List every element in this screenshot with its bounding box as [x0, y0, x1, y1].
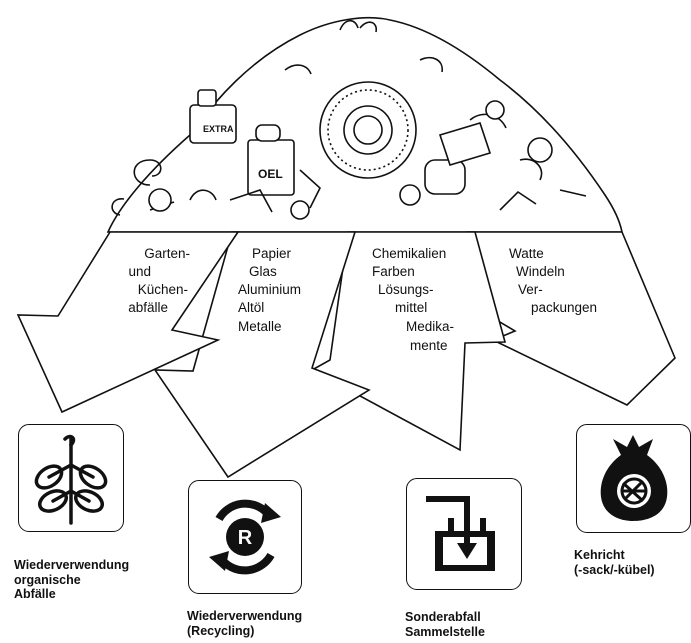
caption-line: Sammelstelle — [405, 624, 485, 639]
item-text: mittel — [395, 300, 427, 315]
caption-hazardous: Sonderabfall Sammelstelle — [405, 610, 485, 639]
arrow-text-hazardous: Chemikalien Farben Lösungs- mittel Medik… — [372, 246, 454, 353]
item-text: Metalle — [238, 319, 282, 334]
organic-reuse-icon-box — [18, 424, 124, 532]
caption-line: Sonderabfall — [405, 610, 481, 624]
item-text: abfälle — [128, 300, 168, 315]
leaf-branch-icon — [34, 434, 108, 525]
collection-container-icon — [426, 496, 495, 571]
caption-line: (-sack/-kübel) — [574, 562, 655, 577]
caption-line: (Recycling) — [187, 623, 255, 638]
item-text: Altöl — [238, 300, 264, 315]
garbage-bag-icon — [600, 435, 668, 521]
recycling-icon-box: R — [188, 480, 302, 594]
item-text: Ver- — [518, 282, 543, 297]
arrow-text-garbage: Watte Windeln Ver- packungen — [509, 246, 597, 315]
pile-label-extra: EXTRA — [203, 124, 234, 134]
caption-organic: Wiederverwendung organische Abfälle — [14, 558, 129, 602]
item-text: und — [128, 264, 151, 279]
item-text: Farben — [372, 264, 415, 279]
caption-recycling: Wiederverwendung (Recycling) — [187, 609, 302, 638]
waste-pile-illustration: EXTRA OEL — [106, 16, 623, 233]
item-text: Medika- — [406, 319, 454, 334]
recycling-r-icon: R — [209, 499, 281, 575]
garbage-icon-box — [576, 424, 691, 533]
svg-text:R: R — [238, 527, 253, 549]
caption-line: Wiederverwendung — [14, 558, 130, 572]
item-text: Aluminium — [238, 282, 301, 297]
item-text: Glas — [249, 264, 277, 279]
hazardous-collection-icon-box — [406, 478, 522, 590]
item-text: Garten- — [144, 246, 190, 261]
caption-line: Kehricht — [574, 548, 625, 562]
caption-line: Wiederverwendung — [187, 609, 303, 623]
caption-line: organische — [14, 572, 81, 587]
arrow-organic — [16, 231, 240, 414]
item-text: Windeln — [516, 264, 565, 279]
item-text: Lösungs- — [378, 282, 434, 297]
caption-garbage: Kehricht (-sack/-kübel) — [574, 548, 655, 577]
item-text: Watte — [509, 246, 544, 261]
pile-label-oel: OEL — [258, 167, 283, 181]
arrow-text-recycling: Papier Glas Aluminium Altöl Metalle — [238, 246, 301, 334]
item-text: Chemikalien — [372, 246, 446, 261]
arrow-text-organic: Garten- und Küchen- abfälle — [128, 246, 190, 315]
caption-line: Abfälle — [14, 587, 56, 601]
arrow-recycling — [153, 231, 371, 479]
item-text: Papier — [252, 246, 292, 261]
item-text: mente — [410, 338, 448, 353]
item-text: Küchen- — [138, 282, 188, 297]
item-text: packungen — [531, 300, 597, 315]
